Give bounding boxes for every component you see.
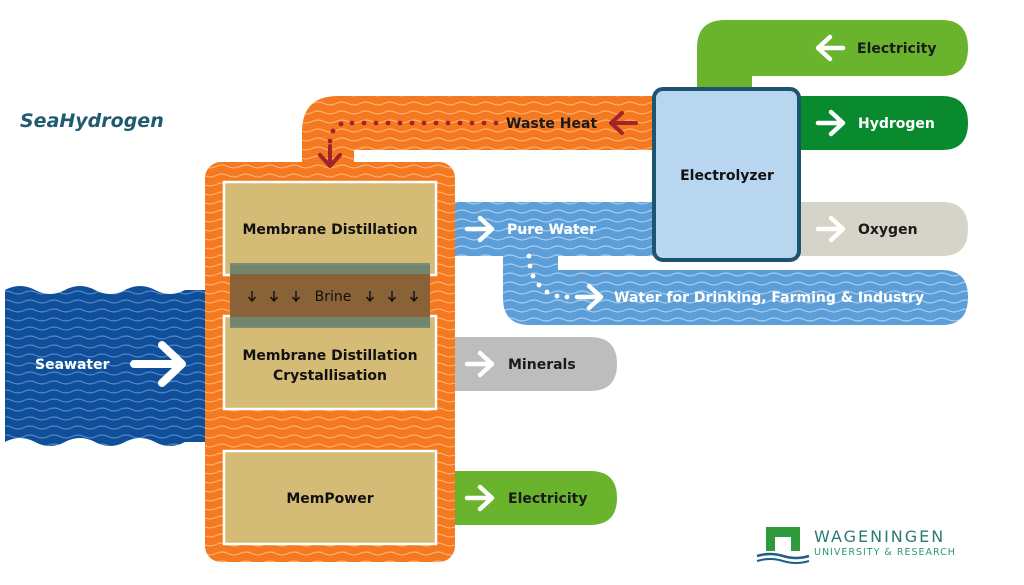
pure-water-arrow-icon (464, 215, 495, 243)
seawater-band (5, 286, 210, 446)
water-dotted-line (526, 253, 570, 300)
water-use-label: Water for Drinking, Farming & Industry (614, 290, 924, 306)
hydrogen-label: Hydrogen (858, 116, 935, 132)
brine-label: Brine (315, 289, 352, 305)
electrolyzer-box (652, 87, 801, 262)
water-use-arrow-icon (574, 283, 604, 311)
logo-name: WAGENINGEN (814, 527, 945, 546)
waste-heat-left-arrow-icon (609, 111, 638, 135)
mdc-label-line2: Crystallisation (273, 368, 387, 384)
electricity-in-label: Electricity (857, 41, 936, 57)
wageningen-logo-icon (756, 527, 810, 564)
brine-membrane-bottom (230, 317, 430, 328)
mdc-box (222, 314, 438, 411)
hydrogen-arrow-icon (815, 109, 846, 137)
diagram-title: SeaHydrogen (20, 110, 164, 132)
mdc-label-line1: Membrane Distillation (242, 348, 417, 364)
minerals-band (452, 337, 617, 391)
waste-heat-down-arrow-icon (318, 144, 342, 168)
electricity-input-band (697, 20, 968, 96)
electricity-output-band (452, 471, 617, 525)
electricity-out-arrow-icon (464, 484, 495, 512)
seawater-label: Seawater (35, 357, 110, 373)
minerals-arrow-icon (464, 350, 495, 378)
logo-subtitle: UNIVERSITY & RESEARCH (814, 547, 956, 558)
seawater-arrow-icon (130, 341, 186, 387)
minerals-label: Minerals (508, 357, 576, 373)
brine-band (230, 265, 430, 326)
electricity-out-label: Electricity (508, 491, 587, 507)
waste-heat-label: Waste Heat (506, 116, 597, 132)
waste-heat-pipe (302, 96, 660, 170)
pure-water-label: Pure Water (507, 222, 596, 238)
waste-heat-dotted-line (327, 120, 499, 144)
membrane-distillation-box (222, 180, 438, 277)
electrolyzer-label: Electrolyzer (680, 168, 774, 184)
mempower-label: MemPower (286, 491, 373, 507)
brine-down-arrows (247, 291, 419, 303)
oxygen-band (795, 202, 968, 256)
oxygen-label: Oxygen (858, 222, 918, 238)
membrane-distillation-label: Membrane Distillation (242, 222, 417, 238)
pure-water-band (452, 202, 968, 325)
mempower-box (222, 449, 438, 546)
electricity-in-arrow-icon (815, 34, 846, 62)
oxygen-arrow-icon (815, 215, 846, 243)
hydrogen-band (795, 96, 968, 150)
white-arrows (464, 34, 846, 512)
brine-membrane-top (230, 263, 430, 274)
